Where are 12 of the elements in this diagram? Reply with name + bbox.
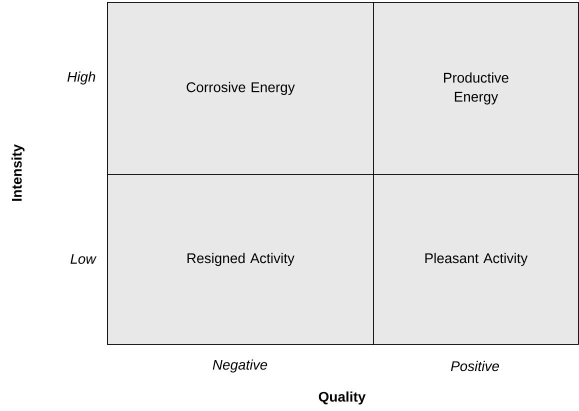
cell-label: Resigned Activity xyxy=(188,252,294,266)
quadrant-cell xyxy=(373,174,579,345)
axis-tick-label: Negative xyxy=(212,359,268,372)
axis-tick-label: Positive xyxy=(450,360,499,372)
axis-title: Intensity xyxy=(11,144,25,201)
axis-title: Quality xyxy=(318,391,366,404)
quadrant-cell xyxy=(107,2,374,175)
cell-label: Pleasant Activity xyxy=(425,252,528,266)
cell-label: Productive Energy xyxy=(444,72,508,104)
quadrant-cell xyxy=(373,2,579,175)
cell-label: Corrosive Energy xyxy=(186,82,295,95)
quadrant-cell xyxy=(107,174,374,345)
